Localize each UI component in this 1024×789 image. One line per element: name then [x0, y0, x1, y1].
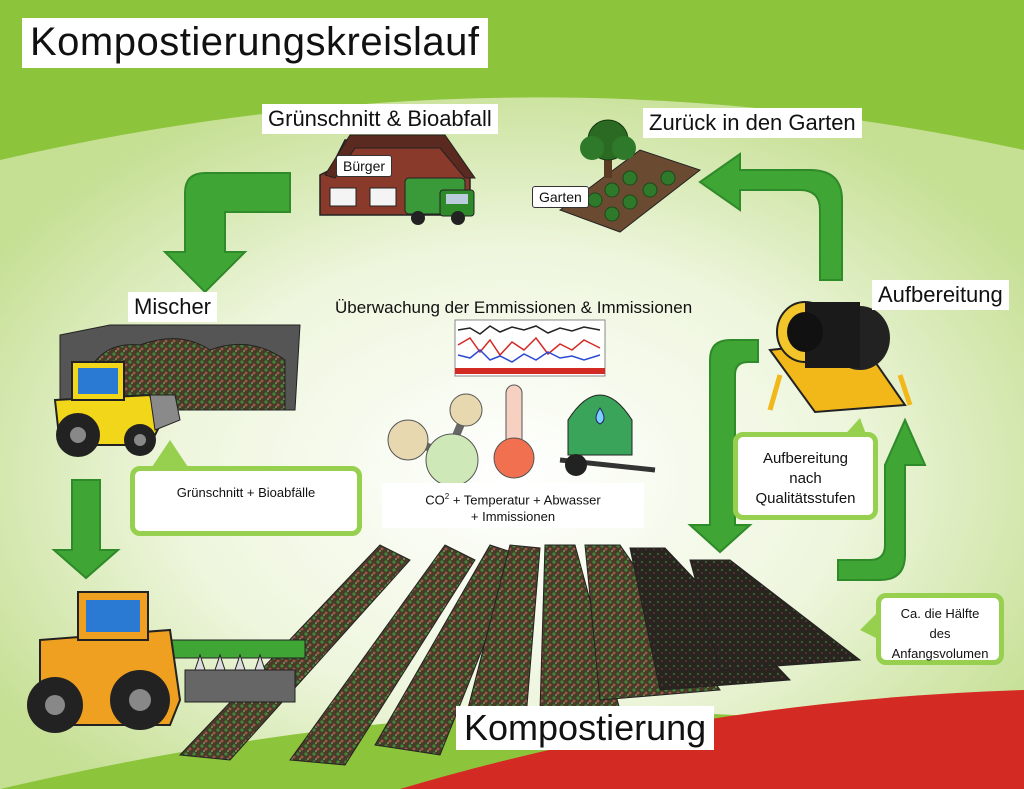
garden-icon: [558, 119, 702, 233]
callout-volume-line2: des: [929, 626, 951, 641]
tractor-icon: [53, 361, 181, 457]
arrow-processing-to-garden: [698, 152, 843, 281]
arrow-processing-to-turn: [687, 339, 759, 554]
callout-volume-line3: Anfangsvolumen: [891, 646, 989, 661]
co2-subscript: 2: [444, 492, 450, 501]
callout-volume-line1: Ca. die Hälfte: [900, 606, 980, 621]
tractor-orange-icon: [27, 591, 182, 733]
label-composting: Kompostierung: [456, 706, 715, 750]
sign-citizen: Bürger: [336, 155, 393, 177]
callout-mixer-input: Grünschnitt + Bioabfälle: [130, 466, 362, 536]
flow-arrows: [51, 152, 927, 581]
label-processing: Aufbereitung: [872, 280, 1009, 310]
callout-processing-line2: nach: [789, 470, 822, 487]
monitoring-title: Überwachung der Emmissionen & Immissione…: [335, 298, 693, 317]
monitoring-box: CO2 + Temperatur + Abwasser + Immissione…: [382, 483, 644, 528]
arrow-input-to-mixer: [162, 172, 291, 294]
turner-icon: [164, 639, 306, 703]
thermometer-icon: [493, 384, 535, 479]
molecule-icon: [387, 393, 483, 487]
water-tank-icon: [559, 394, 656, 476]
callout-processing-quality: Aufbereitung nach Qualitätsstufen: [733, 432, 878, 520]
arrow-mixer-to-composting: [51, 479, 121, 580]
callout-processing-line1: Aufbereitung: [762, 450, 849, 467]
sign-garden: Garten: [532, 186, 589, 208]
label-return: Zurück in den Garten: [643, 108, 862, 138]
tree-icon: [580, 119, 636, 178]
label-input: Grünschnitt & Bioabfall: [262, 104, 498, 134]
diagram-title: Kompostierungskreislauf: [22, 18, 488, 68]
emission-chart-icon: [454, 319, 606, 377]
callout-mixer-input-text: Grünschnitt + Bioabfälle: [176, 485, 316, 500]
trommel-screen-icon: [767, 301, 913, 414]
monitoring-line1: + Temperatur + Abwasser: [452, 492, 601, 508]
co2-text: CO: [425, 492, 445, 508]
monitoring-line2: + Immissionen: [470, 509, 556, 525]
arrow-composting-to-processing: [837, 417, 927, 581]
garbage-truck-icon: [404, 177, 475, 225]
callout-volume: Ca. die Hälfte des Anfangsvolumen: [876, 593, 1004, 665]
callout-processing-line3: Qualitätsstufen: [755, 490, 856, 507]
label-mixer: Mischer: [128, 292, 218, 322]
